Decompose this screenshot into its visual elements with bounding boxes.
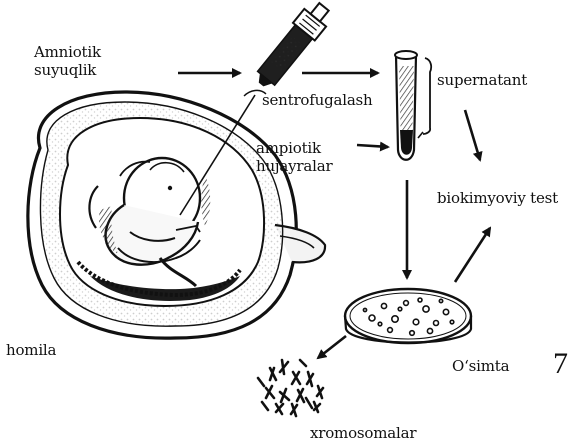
arrow-dish-to-chromosomes	[318, 336, 346, 358]
label-cells-line2: hujayralar	[256, 158, 332, 175]
uterus-illustration	[28, 92, 325, 338]
culture-dish	[345, 289, 471, 343]
chromosome-cluster	[258, 360, 323, 416]
centrifuge-tube	[395, 51, 431, 160]
label-culture: O‘simta	[452, 358, 509, 375]
label-fetus: homila	[6, 342, 56, 359]
label-chromosomes: xromosomalar	[310, 425, 416, 442]
label-supernatant: supernatant	[437, 72, 527, 89]
label-amniotic-line2: suyuqlik	[34, 62, 96, 79]
label-centrifuge: sentrofugalash	[262, 92, 373, 109]
arrow-dish-to-test	[455, 228, 490, 282]
arrow-cells-to-tube	[357, 145, 388, 147]
label-biochemical-test: biokimyoviy test	[437, 190, 558, 207]
label-cells-line1: ampiotik	[256, 140, 321, 157]
arrow-supernatant-to-test	[465, 110, 480, 160]
page-number: 7	[553, 349, 568, 379]
label-amniotic-line1: Amniotik	[34, 44, 101, 61]
